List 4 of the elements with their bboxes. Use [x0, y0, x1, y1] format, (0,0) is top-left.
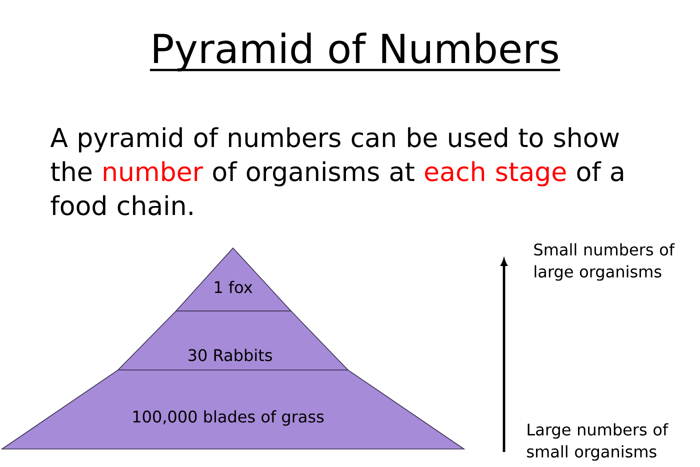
annotation-text: Large numbers of small organisms — [527, 423, 668, 461]
annotation-text: Small numbers of large organisms — [534, 243, 675, 281]
paragraph: A pyramid of numbers can be used to show the number of organisms at each stage of a food chain. — [50, 127, 624, 216]
title: Pyramid of Numbers — [150, 32, 560, 72]
